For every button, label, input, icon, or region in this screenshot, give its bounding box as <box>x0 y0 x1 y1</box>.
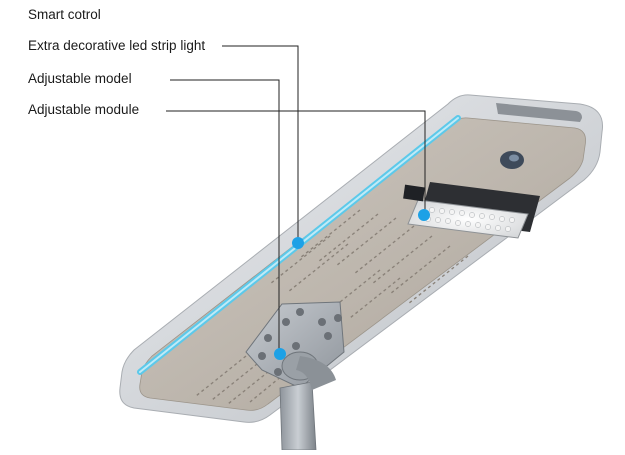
marker-led-strip <box>292 237 304 249</box>
led-module <box>403 182 540 239</box>
leader-line-adjustable-module <box>166 110 426 214</box>
label-adjustable-model: Adjustable model <box>28 71 132 86</box>
leader-line-adjustable-model <box>170 79 280 353</box>
label-led-strip: Extra decorative led strip light <box>28 38 206 53</box>
top-vent <box>496 103 582 122</box>
label-smart-control: Smart cotrol <box>28 7 101 22</box>
pole <box>279 381 317 451</box>
pole-arm <box>296 356 336 390</box>
smart-control-sensor-lens <box>509 154 519 162</box>
panel-vents <box>195 209 469 405</box>
leader-line-led-strip <box>222 45 299 242</box>
marker-adjustable-model <box>274 348 286 360</box>
marker-adjustable-module <box>418 209 430 221</box>
leader-lines <box>166 45 426 353</box>
label-adjustable-module: Adjustable module <box>28 102 140 117</box>
